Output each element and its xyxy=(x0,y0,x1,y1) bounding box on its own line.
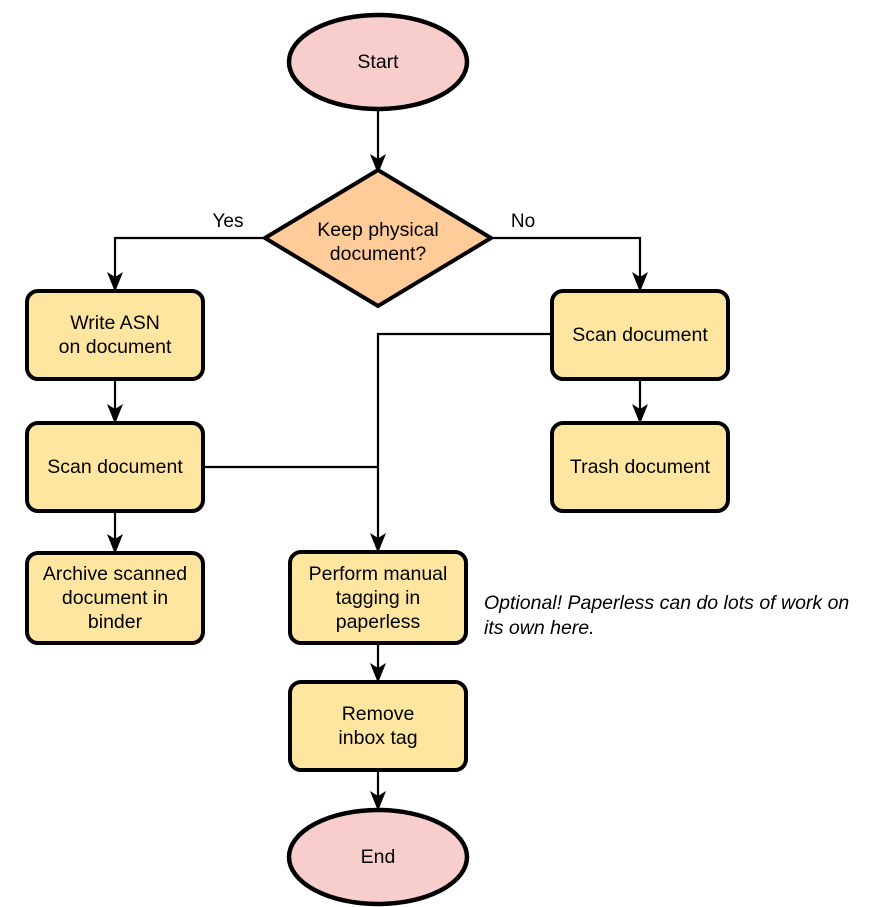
node-archive-binder-shape[interactable] xyxy=(25,551,205,645)
arrowhead-icon xyxy=(107,534,123,554)
node-trash-shape[interactable] xyxy=(550,421,730,513)
node-end-label: End xyxy=(361,846,396,868)
nodes-layer: Start Keep physical document? Write ASN … xyxy=(25,12,730,907)
node-scan-document-left[interactable]: Scan document xyxy=(25,421,205,513)
node-write-asn-label-line1: Write ASN xyxy=(70,312,160,334)
node-manual-tagging-label-line2: tagging in xyxy=(336,587,421,609)
node-perform-manual-tagging[interactable]: Perform manual tagging in paperless xyxy=(288,550,468,645)
node-archive-binder-label-line1: Archive scanned xyxy=(43,563,187,585)
node-write-asn-shape[interactable] xyxy=(25,289,205,381)
node-manual-tagging-shape[interactable] xyxy=(288,550,468,645)
node-write-asn-label-line2: on document xyxy=(59,336,172,358)
node-scan-right-label: Scan document xyxy=(572,324,708,346)
node-start-label: Start xyxy=(357,51,399,73)
annotation-line-1: Optional! Paperless can do lots of work … xyxy=(484,592,849,614)
edge-line xyxy=(491,236,642,281)
annotation-line-2: its own here. xyxy=(484,617,595,639)
node-decision-keep-physical-document[interactable]: Keep physical document? xyxy=(263,168,493,308)
arrowhead-icon xyxy=(370,663,386,683)
annotation-optional-paperless: Optional! Paperless can do lots of work … xyxy=(484,592,849,639)
arrowhead-icon xyxy=(370,533,386,553)
node-end[interactable]: End xyxy=(286,807,470,907)
edge-scan-left-to-manual-tagging xyxy=(203,465,386,553)
edge-scan-right-to-manual-tagging xyxy=(376,332,552,542)
node-write-asn-on-document[interactable]: Write ASN on document xyxy=(25,289,205,381)
edge-line xyxy=(113,236,265,281)
node-start-shape[interactable] xyxy=(286,12,470,112)
arrowhead-icon xyxy=(632,404,648,424)
edge-decision-no-to-scan-right xyxy=(491,236,648,292)
arrowhead-icon xyxy=(107,272,123,292)
node-archive-binder-label-line3: binder xyxy=(88,611,143,633)
edge-scan-left-to-archive xyxy=(107,511,123,554)
node-manual-tagging-label-line3: paperless xyxy=(336,611,421,633)
node-manual-tagging-label-line1: Perform manual xyxy=(309,563,448,585)
arrowhead-icon xyxy=(107,404,123,424)
node-scan-document-right[interactable]: Scan document xyxy=(550,289,730,381)
arrowhead-icon xyxy=(370,154,386,174)
node-start[interactable]: Start xyxy=(286,12,470,112)
edge-line xyxy=(376,332,552,542)
node-remove-inbox-label-line2: inbox tag xyxy=(338,727,417,749)
edge-labels-layer: Yes No xyxy=(213,211,536,232)
node-archive-binder-label-line2: document in xyxy=(62,587,168,609)
node-scan-left-shape[interactable] xyxy=(25,421,205,513)
node-trash-document[interactable]: Trash document xyxy=(550,421,730,513)
node-scan-right-shape[interactable] xyxy=(550,289,730,381)
node-decision-shape[interactable] xyxy=(263,168,493,308)
node-scan-left-label: Scan document xyxy=(47,456,183,478)
edge-label-yes: Yes xyxy=(213,211,244,232)
node-decision-label-line1: Keep physical xyxy=(317,219,438,241)
edge-scan-right-to-trash xyxy=(632,379,648,424)
node-trash-label: Trash document xyxy=(570,456,711,478)
node-decision-label-line2: document? xyxy=(330,243,427,265)
edge-write-asn-to-scan-left xyxy=(107,379,123,424)
edges-layer xyxy=(107,109,648,811)
edge-start-to-decision xyxy=(370,109,386,174)
edge-decision-yes-to-write-asn xyxy=(107,236,265,292)
node-remove-inbox-shape[interactable] xyxy=(288,680,468,772)
edge-remove-inbox-to-end xyxy=(370,770,386,811)
node-archive-scanned-document-in-binder[interactable]: Archive scanned document in binder xyxy=(25,551,205,645)
node-remove-inbox-label-line1: Remove xyxy=(342,703,415,725)
edge-label-no: No xyxy=(511,211,535,232)
arrowhead-icon xyxy=(370,791,386,811)
arrowhead-icon xyxy=(632,272,648,292)
node-end-shape[interactable] xyxy=(286,807,470,907)
node-remove-inbox-tag[interactable]: Remove inbox tag xyxy=(288,680,468,772)
edge-manual-tagging-to-remove-inbox xyxy=(370,643,386,683)
